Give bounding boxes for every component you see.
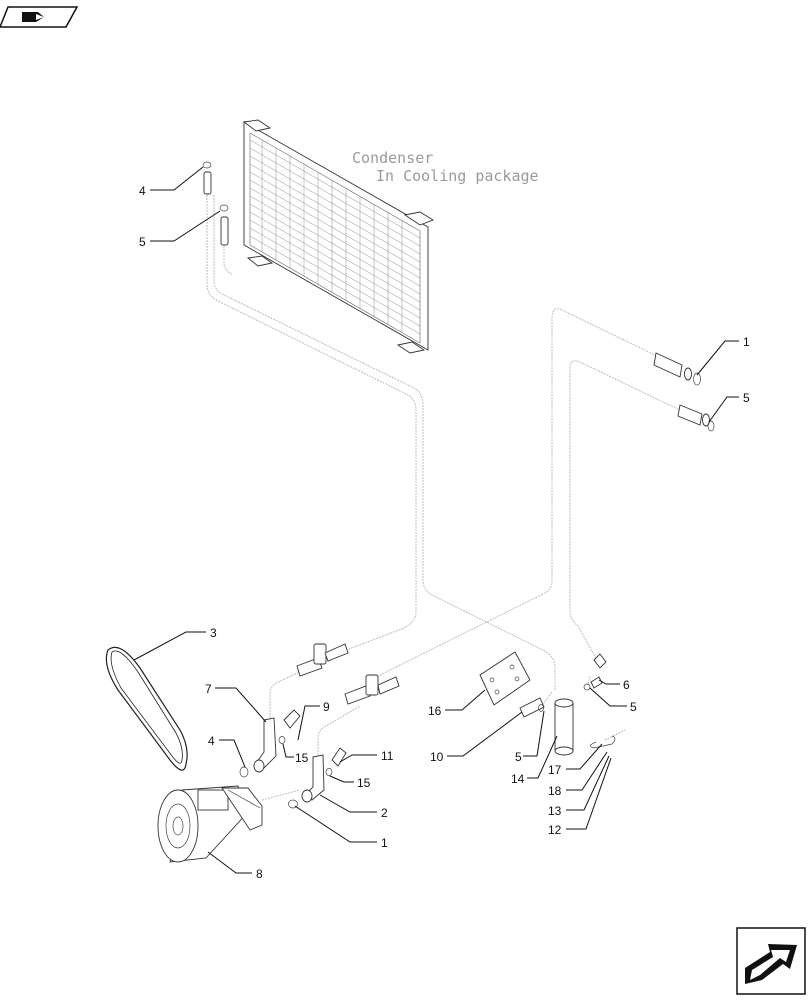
- callout-12: 12: [548, 823, 562, 837]
- compressor: [157, 785, 301, 863]
- callout-numbers: 4 5 1 5 3 7 9 4 15 11 15 2 1 8 6 5 16 10…: [139, 184, 750, 881]
- leader-lines: [133, 166, 739, 874]
- callout-3: 3: [210, 626, 217, 640]
- callout-1-right: 1: [743, 335, 750, 349]
- callout-18: 18: [548, 784, 562, 798]
- callout-7: 7: [205, 682, 212, 696]
- right-fittings: [653, 352, 715, 432]
- callout-10: 10: [430, 750, 444, 764]
- callout-16: 16: [428, 704, 442, 718]
- callout-2: 2: [381, 806, 388, 820]
- drive-belt: [105, 646, 188, 771]
- lower-fittings: [239, 643, 400, 809]
- condenser: [242, 119, 435, 354]
- callout-4-top: 4: [139, 184, 146, 198]
- callout-5-low: 5: [515, 750, 522, 764]
- callout-5-top: 5: [139, 235, 146, 249]
- callout-1-bottom: 1: [381, 836, 388, 850]
- note-cooling-package: In Cooling package: [376, 167, 539, 185]
- callout-14: 14: [511, 772, 525, 786]
- hand-book-icon[interactable]: [0, 6, 79, 28]
- callout-9: 9: [323, 700, 330, 714]
- callout-15-b: 15: [357, 776, 371, 790]
- callout-15-a: 15: [295, 751, 309, 765]
- receiver-dryer: [519, 653, 626, 756]
- callout-4-left: 4: [208, 734, 215, 748]
- callout-5-right: 5: [743, 391, 750, 405]
- refrigerant-pipes: [206, 195, 685, 755]
- callout-17: 17: [548, 763, 562, 777]
- callout-11: 11: [381, 749, 394, 763]
- condenser-fittings: [202, 161, 229, 246]
- mounting-plate: [479, 651, 531, 706]
- callout-5-mid: 5: [630, 700, 637, 714]
- callout-13: 13: [548, 804, 562, 818]
- next-page-arrow-icon[interactable]: [736, 927, 806, 995]
- note-condenser: Condenser: [352, 149, 433, 167]
- callout-6: 6: [623, 678, 630, 692]
- callout-8: 8: [256, 867, 263, 881]
